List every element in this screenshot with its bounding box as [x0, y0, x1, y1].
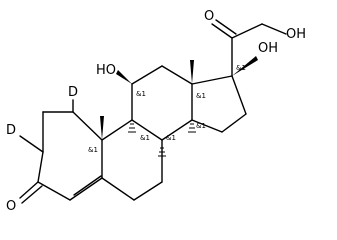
bond	[161, 65, 193, 85]
bond	[131, 119, 163, 141]
bond	[231, 23, 263, 39]
stereo-label: &1	[136, 90, 146, 98]
wedge-bond	[100, 116, 104, 140]
bond	[211, 23, 233, 39]
atom-label-deuterium: D	[6, 123, 16, 138]
atom-label-hydroxyl: HO	[96, 63, 116, 78]
bond	[101, 119, 133, 141]
bond	[72, 111, 103, 141]
structure-canvas: O OH OH HO O D D &1 &1 &1 &1 &1 &1 &1	[6, 9, 306, 214]
atom-label-hydroxyl: OH	[258, 41, 278, 56]
stereo-label: &1	[140, 134, 150, 142]
stereo-label: &1	[196, 92, 206, 100]
atom-label-deuterium: D	[68, 85, 78, 100]
stereo-label: &1	[196, 122, 206, 130]
bond	[131, 65, 163, 85]
wedge-bond	[190, 60, 194, 84]
atom-label-hydroxyl: OH	[286, 27, 306, 42]
bond	[133, 181, 163, 201]
stereo-label: &1	[236, 64, 246, 72]
stereo-label: &1	[166, 134, 176, 142]
bond	[221, 113, 247, 133]
stereo-labels: &1 &1 &1 &1 &1 &1 &1	[88, 64, 246, 154]
atom-label-oxygen: O	[6, 199, 16, 214]
wedge-bond	[232, 56, 258, 76]
bond	[69, 177, 103, 201]
bond	[19, 181, 39, 199]
bond	[231, 75, 247, 115]
bond	[161, 119, 193, 141]
hashed-bonds	[128, 123, 196, 157]
chemical-structure-diagram: O OH OH HO O D D &1 &1 &1 &1 &1 &1 &1	[6, 9, 306, 214]
bond	[37, 151, 44, 183]
wedge-bond	[116, 70, 132, 84]
bond	[101, 177, 135, 201]
bond	[73, 175, 102, 196]
bond	[37, 181, 71, 201]
bond	[19, 135, 44, 153]
bond	[261, 23, 287, 35]
bond	[191, 119, 223, 133]
bond	[191, 75, 233, 85]
stereo-label: &1	[88, 146, 98, 154]
atom-labels: O OH OH HO O D D	[6, 9, 306, 214]
bond	[215, 19, 237, 35]
bond	[21, 185, 43, 204]
atom-label-oxygen: O	[204, 9, 214, 24]
bond-lines	[19, 19, 287, 204]
